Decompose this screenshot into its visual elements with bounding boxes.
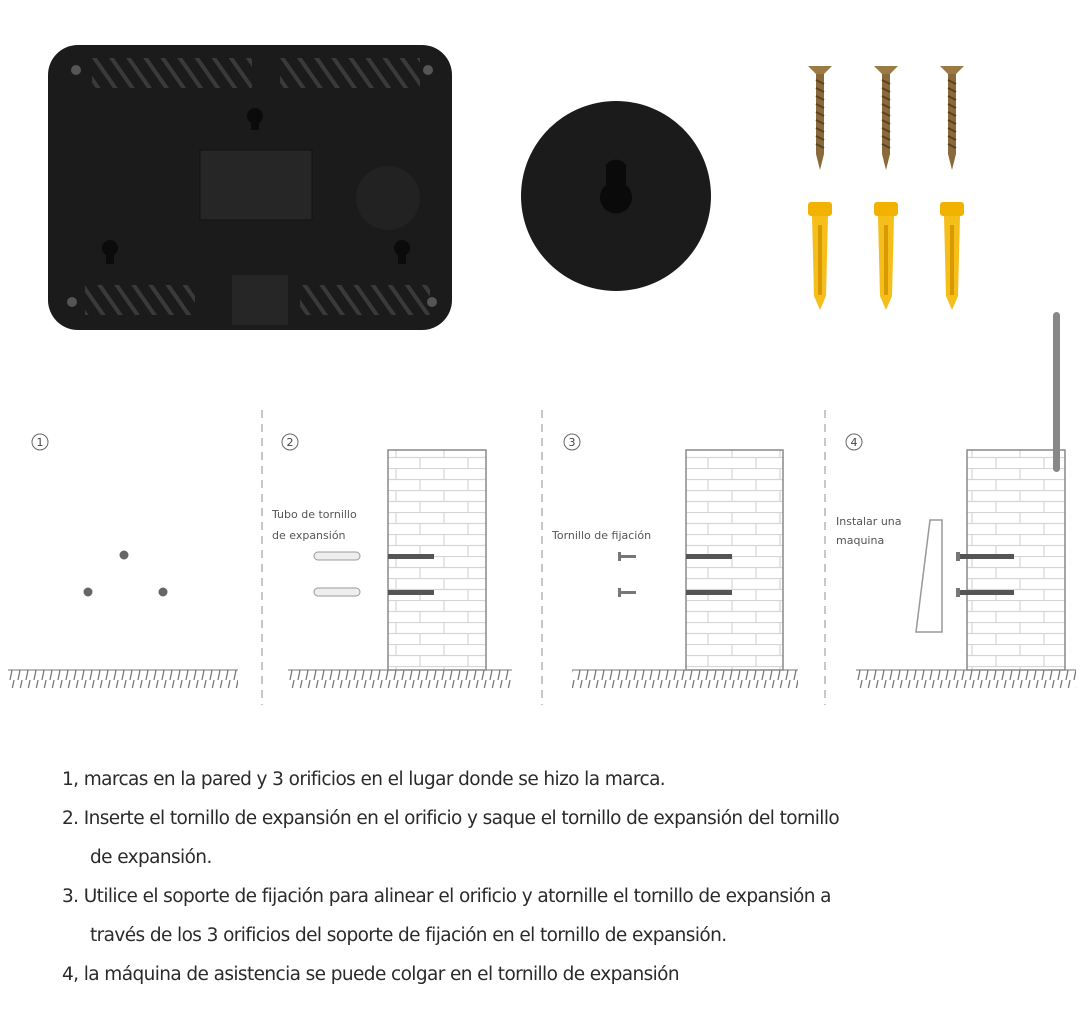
step-1-number: 1 [37,436,44,449]
label-fixing-screw: Tornillo de fijación [551,529,651,542]
brick-walls [387,449,1066,671]
wall-anchors [808,202,964,310]
product-photo [48,45,965,330]
device-back-panel [48,45,452,330]
step-number-badge [31,433,49,451]
scrollbar[interactable] [1053,312,1060,472]
label-install-machine-2: maquina [836,534,884,547]
label-install-machine-1: Instalar una [836,515,902,528]
screws [808,65,965,171]
wall-marks [83,550,168,597]
panel-dividers [261,410,826,705]
step-4-number: 4 [851,436,858,449]
label-expansion-tube-1: Tubo de tornillo [271,508,357,521]
instruction-step-2: 2. Inserte el tornillo de expansión en e… [62,808,840,829]
step-2-number: 2 [287,436,294,449]
expansion-tube [313,551,361,561]
instruction-step-2-cont: de expansión. [90,847,212,868]
instruction-step-1: 1, marcas en la pared y 3 orificios en e… [62,769,666,790]
ground-hatch [8,669,1076,688]
instruction-step-3-cont: través de los 3 orificios del soporte de… [90,925,727,946]
step-3-number: 3 [569,436,576,449]
installation-diagram: 1 2 3 4 Tubo de tornillo de expa [8,410,1076,705]
attendance-machine [915,519,943,633]
instruction-step-4: 4, la máquina de asistencia se puede col… [62,964,680,985]
label-expansion-tube-2: de expansión [272,529,346,542]
instructions-list: 1, marcas en la pared y 3 orificios en e… [62,760,1062,994]
wall-mount-bracket [521,101,711,291]
keyhole-icon [247,108,263,130]
instruction-step-3: 3. Utilice el soporte de fijación para a… [62,886,831,907]
